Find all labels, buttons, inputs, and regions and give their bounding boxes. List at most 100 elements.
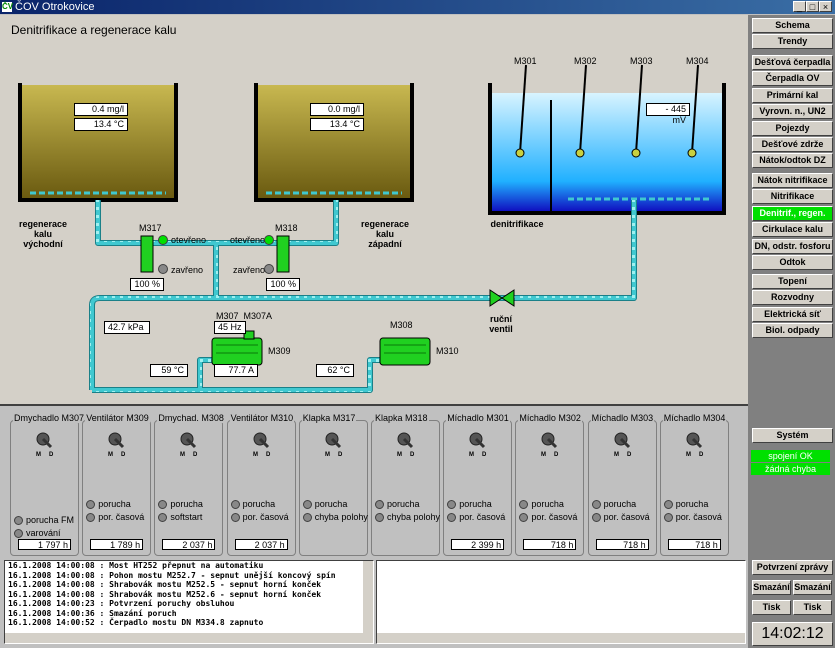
- print-button-1[interactable]: Tisk: [752, 600, 791, 615]
- mixer-m303-label: M303: [630, 56, 653, 66]
- valve-m317-position: 100 %: [130, 278, 164, 291]
- status-lamp-icon: [14, 529, 23, 539]
- device-title: Míchadlo M304: [662, 413, 727, 423]
- event-log[interactable]: 16.1.2008 14:00:08 : Most HT252 přepnut …: [4, 560, 374, 644]
- status-lamp-icon: [591, 500, 601, 510]
- clear-button-1[interactable]: Smazání: [752, 580, 791, 595]
- valve-m317-body[interactable]: [140, 235, 154, 273]
- status-indicator-label: por. časová: [675, 512, 722, 522]
- valve-m318-open-lamp: [264, 235, 274, 245]
- nav-button-de-ov-zdr-e[interactable]: Dešťové zdrže: [752, 137, 833, 152]
- device-title: Ventilátor M309: [85, 413, 150, 423]
- nav-button-rozvodny[interactable]: Rozvodny: [752, 290, 833, 306]
- secondary-log[interactable]: [376, 560, 746, 644]
- status-lamp-icon: [302, 500, 312, 510]
- nav-button-cirkulace-kalu[interactable]: Cirkulace kalu: [752, 222, 833, 238]
- status-indicator-label: por. časová: [242, 512, 289, 522]
- minimize-button[interactable]: _: [793, 1, 806, 12]
- process-diagram: [18, 64, 726, 393]
- status-lamp-icon: [591, 513, 601, 523]
- nav-button-schema[interactable]: Schema: [752, 18, 833, 33]
- status-lamp-icon: [86, 500, 96, 510]
- tank-denit-redox: - 445 mV: [646, 103, 690, 125]
- nav-button-denitrif-regen-[interactable]: Denitrif., regen.: [752, 205, 833, 221]
- close-button[interactable]: ×: [819, 1, 832, 12]
- log-line: 16.1.2008 14:00:36 : Smazání poruch: [8, 608, 177, 618]
- blower-m309-icon[interactable]: [211, 330, 263, 366]
- status-indicator-label: chyba polohy: [314, 512, 368, 522]
- device-title: Ventilátor M310: [229, 413, 295, 423]
- nav-button-topen-[interactable]: Topení: [752, 274, 833, 289]
- nav-button--erpadla-ov[interactable]: Čerpadla OV: [752, 71, 833, 87]
- switch-manual-label: M: [614, 452, 619, 457]
- nav-button-de-ov-erpadla[interactable]: Dešťová čerpadla: [752, 55, 833, 70]
- blower-m309-name: M309: [268, 346, 291, 356]
- status-indicator: softstart: [158, 512, 202, 523]
- maximize-button[interactable]: □: [806, 1, 819, 12]
- valve-m318-body[interactable]: [276, 235, 290, 273]
- switch-auto-label: D: [121, 452, 126, 457]
- nav-button-n-tok-nitrifikace[interactable]: Nátok nitrifikace: [752, 173, 833, 188]
- nav-button-prim-rn-kal[interactable]: Primární kal: [752, 87, 833, 103]
- section-divider: [0, 404, 748, 406]
- nav-button-n-tok-odtok-dz[interactable]: Nátok/odtok DZ: [752, 153, 833, 169]
- device-title: Míchadlo M303: [590, 413, 655, 423]
- status-lamp-icon: [447, 500, 457, 510]
- manual-valve-icon[interactable]: [489, 289, 503, 307]
- system-button[interactable]: Systém: [752, 428, 833, 443]
- confirm-message-button[interactable]: Potvrzení zprávy: [752, 560, 833, 575]
- valve-m317-closed-lamp: [158, 264, 168, 274]
- operating-hours: 2 399 h: [451, 539, 505, 550]
- nav-button-pojezdy[interactable]: Pojezdy: [752, 120, 833, 136]
- status-indicator: por. časová: [86, 512, 144, 523]
- status-indicator-label: porucha: [459, 499, 492, 509]
- clear-button-2[interactable]: Smazání: [793, 580, 832, 595]
- status-indicator: porucha: [375, 499, 420, 510]
- blower-m310-icon[interactable]: [379, 337, 431, 366]
- secondary-log-scrollbar[interactable]: [377, 633, 745, 643]
- log-line: 16.1.2008 14:00:52 : Čerpadlo mostu DN M…: [8, 618, 264, 627]
- nav-button-odtok[interactable]: Odtok: [752, 255, 833, 270]
- print-button-2[interactable]: Tisk: [793, 600, 832, 615]
- valve-m317-open-lamp: [158, 235, 168, 245]
- nav-button-biol-odpady[interactable]: Biol. odpady: [752, 323, 833, 339]
- tank-east: [18, 83, 178, 202]
- nav-button-vyrovn-n-un2[interactable]: Vyrovn. n., UN2: [752, 104, 833, 120]
- log-vertical-scrollbar[interactable]: [363, 561, 373, 643]
- status-indicator: varování: [14, 528, 61, 539]
- page-title: Denitrifikace a regenerace kalu: [11, 23, 177, 37]
- status-lamp-icon: [14, 516, 23, 526]
- switch-manual-label: M: [180, 452, 185, 457]
- status-indicator-label: porucha FM: [26, 515, 75, 525]
- nav-button-nitrifikace[interactable]: Nitrifikace: [752, 189, 833, 205]
- status-indicator-label: porucha: [603, 499, 637, 509]
- log-horizontal-scrollbar[interactable]: [5, 633, 363, 643]
- operating-hours: 718 h: [667, 539, 721, 550]
- switch-manual-label: M: [36, 452, 41, 457]
- log-line: 16.1.2008 14:00:08 : Pohon mostu M252.7 …: [8, 570, 336, 580]
- nav-button-dn-odstr-fosforu[interactable]: DN, odstr. fosforu: [752, 238, 833, 254]
- nav-button-elektrick-s-[interactable]: Elektrická síť: [752, 306, 833, 322]
- blower-m310-temp: 62 °C: [316, 364, 354, 377]
- nav-button-trendy[interactable]: Trendy: [752, 34, 833, 50]
